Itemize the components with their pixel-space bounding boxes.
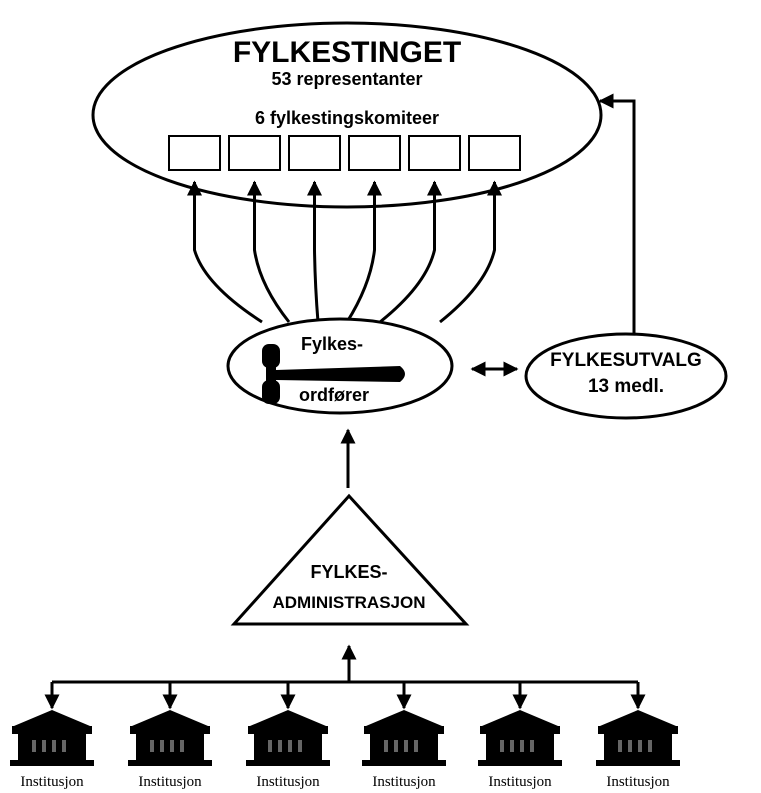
institution: Institusjon [596,682,680,790]
fylkestinget-title: FYLKESTINGET [233,36,461,69]
institution-label: Institusjon [20,774,84,790]
building-icon [10,710,94,766]
institution: Institusjon [246,682,330,790]
building-icon [362,710,446,766]
institution: Institusjon [128,682,212,790]
committee-box [228,135,281,171]
committee-arrow [307,180,322,323]
fylkestinget-members: 53 representanter [271,69,422,89]
ordforer-to-committee-arrows [187,180,502,324]
institution-label: Institusjon [372,774,436,790]
ordforer-line2: ordfører [299,385,369,405]
institution: Institusjon [10,682,94,790]
institution: Institusjon [478,682,562,790]
committee-arrow [247,180,291,323]
fylkesordforer-ellipse [226,317,454,415]
fylkesordforer-node: Fylkes- ordfører [226,317,454,415]
gavel-icon [262,344,405,404]
committee-arrow [187,180,263,324]
fylkesadministrasjon-triangle [230,493,470,626]
institution-label: Institusjon [138,774,202,790]
building-icon [246,710,330,766]
fylkesutvalg-ellipse [524,332,728,420]
fylkesutvalg-line1: FYLKESUTVALG [550,350,702,371]
committee-box [168,135,221,171]
institution-label: Institusjon [256,774,320,790]
institution-label: Institusjon [488,774,552,790]
fylkestinget-committees: 6 fylkestingskomiteer [255,108,439,128]
building-icon [128,710,212,766]
committee-arrow [379,180,442,324]
committee-boxes [168,135,521,171]
committee-box [408,135,461,171]
fylkesadministrasjon-node: FYLKES- ADMINISTRASJON [230,493,470,626]
institutions: Institusjon Institusjon Institusjon Institu… [10,682,680,790]
committee-box [468,135,521,171]
building-icon [478,710,562,766]
institution: Institusjon [362,682,446,790]
administrasjon-line2: ADMINISTRASJON [272,593,425,612]
utvalg-to-tinget-arrow [598,93,636,334]
committee-box [348,135,401,171]
committee-arrow [345,180,382,323]
building-icon [596,710,680,766]
administrasjon-line1: FYLKES- [310,562,387,582]
institution-label: Institusjon [606,774,670,790]
fylkesutvalg-line2: 13 medl. [588,376,664,397]
committee-box [288,135,341,171]
committee-arrow [439,180,502,324]
ordforer-line1: Fylkes- [301,334,363,354]
fylkesutvalg-node: FYLKESUTVALG 13 medl. [524,332,728,420]
fylkestinget-node: FYLKESTINGET 53 representanter 6 fylkest… [91,21,603,209]
